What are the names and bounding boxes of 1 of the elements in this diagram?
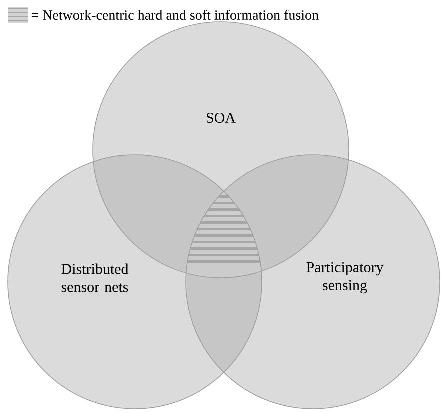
legend-text: = Network-centric hard and soft information fusion	[32, 10, 319, 20]
